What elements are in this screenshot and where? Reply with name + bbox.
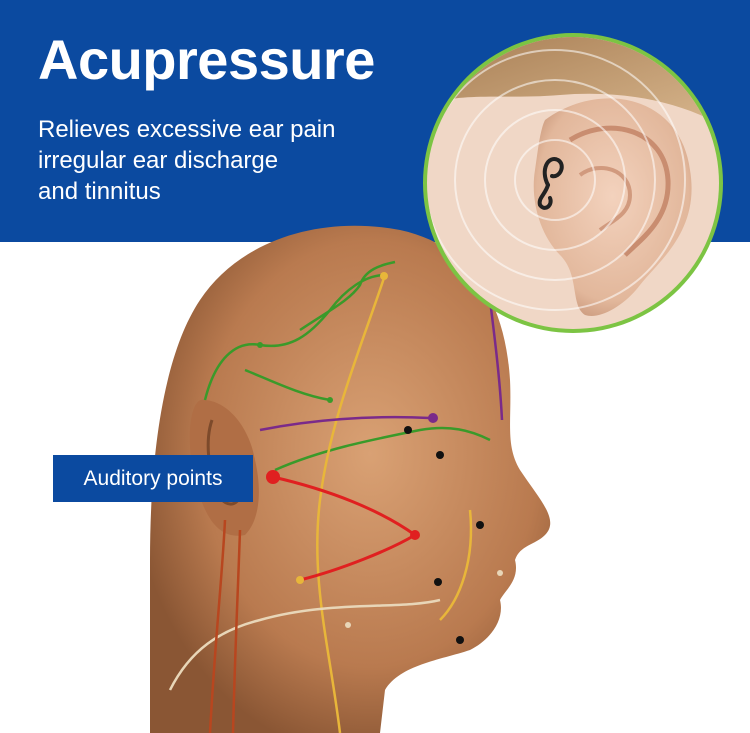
auditory-points-callout: Auditory points	[53, 455, 253, 502]
subtitle-line: Relieves excessive ear pain	[38, 116, 336, 143]
subtitle: Relieves excessive ear pain irregular ea…	[38, 114, 418, 207]
ear-clip-icon	[537, 157, 564, 210]
page-title: Acupressure	[38, 28, 375, 91]
meridian-lines	[168, 260, 504, 733]
subtitle-line: irregular ear discharge	[38, 147, 279, 174]
subtitle-line: and tinnitus	[38, 178, 161, 205]
acupoints	[257, 272, 503, 644]
